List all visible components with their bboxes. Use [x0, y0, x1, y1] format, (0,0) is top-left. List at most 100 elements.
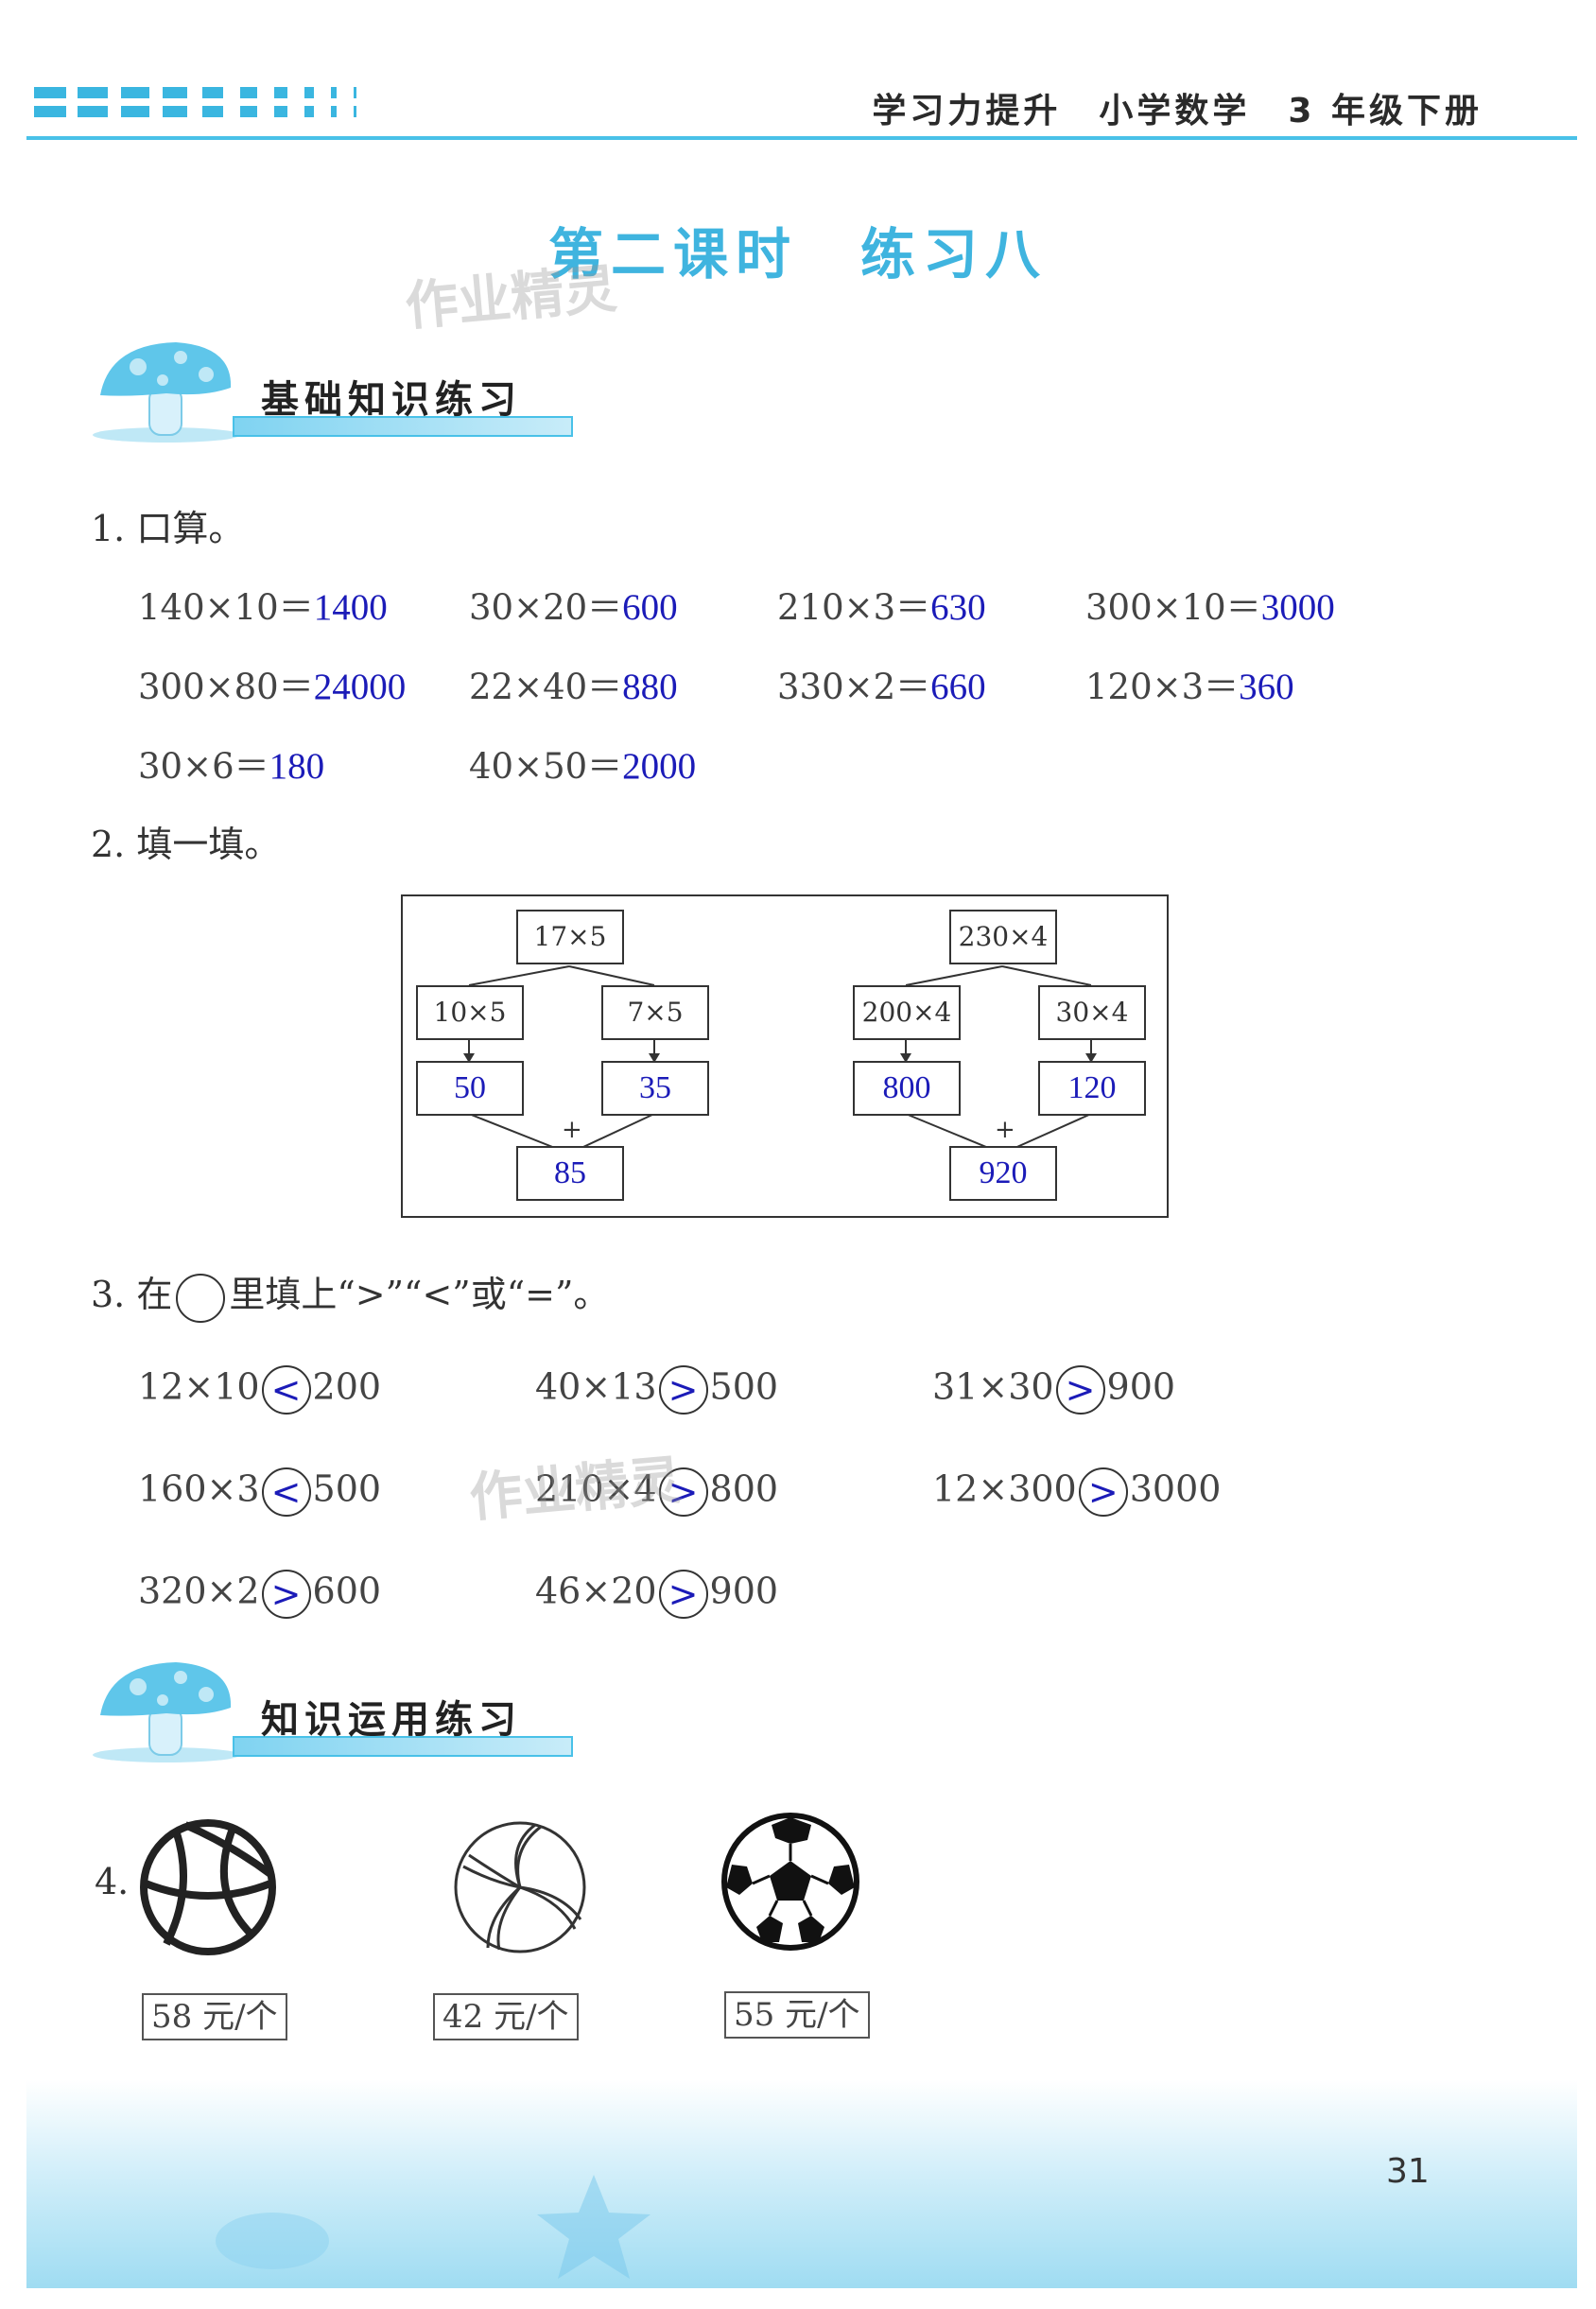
decomposition-diagram: 17×5 10×5 7×5 50 35 + 85 230×4 200×4 30×… [401, 894, 1169, 1218]
comparison-right: 600 [312, 1570, 382, 1612]
calc-item: 300×80＝24000 [138, 658, 406, 709]
left-split-a: 10×5 [416, 985, 524, 1040]
left-top-node: 17×5 [516, 910, 624, 964]
calc-item: 330×2＝660 [777, 658, 986, 709]
left-result-b: 35 [601, 1061, 709, 1116]
calc-expression: 22×40＝ [469, 667, 623, 707]
right-result-b: 120 [1038, 1061, 1146, 1116]
comparison-item: 31×30>900 [932, 1365, 1175, 1415]
header-rule [26, 136, 1577, 140]
right-split-b: 30×4 [1038, 985, 1146, 1040]
page-number: 31 [1386, 2152, 1430, 2191]
page-title: 第二课时 练习八 [547, 222, 1048, 286]
price-tag-basketball: 58 元/个 [142, 1993, 287, 2040]
q3-label-pre: 3. 在 [91, 1274, 173, 1315]
comparison-symbol: < [261, 1365, 311, 1415]
comparison-left: 12×300 [932, 1467, 1077, 1510]
comparison-left: 31×30 [932, 1365, 1054, 1408]
calc-expression: 300×10＝ [1085, 587, 1261, 628]
calc-expression: 330×2＝ [777, 667, 931, 707]
calc-item: 210×3＝630 [777, 579, 986, 630]
comparison-right: 900 [709, 1570, 779, 1612]
header-text: 学习力提升 小学数学 3 年级下册 [872, 92, 1483, 130]
calc-expression: 30×6＝ [138, 746, 269, 787]
calc-answer: 2000 [622, 746, 697, 787]
comparison-left: 12×10 [138, 1365, 260, 1408]
left-split-b: 7×5 [601, 985, 709, 1040]
comparison-symbol: > [658, 1467, 708, 1517]
left-result-a: 50 [416, 1061, 524, 1116]
comparison-item: 320×2>600 [138, 1570, 381, 1619]
section-bar [233, 416, 573, 437]
calc-answer: 360 [1239, 667, 1294, 707]
calc-expression: 120×3＝ [1085, 667, 1240, 707]
basketball-icon [140, 1819, 276, 1955]
comparison-item: 40×13>500 [535, 1365, 778, 1415]
bottom-decoration [26, 2080, 1577, 2288]
calc-item: 40×50＝2000 [469, 738, 696, 789]
comparison-item: 160×3<500 [138, 1467, 381, 1517]
left-plus: + [562, 1116, 582, 1144]
calc-answer: 600 [622, 587, 678, 628]
q3-label: 3. 在 里填上“>”“<”或“=”。 [91, 1265, 609, 1323]
price-tag-volleyball: 42 元/个 [433, 1993, 579, 2040]
calc-answer: 1400 [313, 587, 388, 628]
section-header-apply: 知识运用练习 [91, 1660, 582, 1764]
mushroom-icon [93, 1662, 240, 1762]
calc-answer: 24000 [313, 667, 407, 707]
section-header-basic: 基础知识练习 [91, 340, 582, 444]
section-label-basic: 基础知识练习 [261, 378, 522, 422]
calc-expression: 40×50＝ [469, 746, 623, 787]
diagram-lines [463, 965, 1097, 1154]
header-decoration [34, 87, 469, 121]
comparison-symbol: > [658, 1365, 708, 1415]
comparison-right: 800 [709, 1467, 779, 1510]
comparison-right: 200 [312, 1365, 382, 1408]
calc-expression: 210×3＝ [777, 587, 931, 628]
right-top-node: 230×4 [949, 910, 1057, 964]
calc-item: 120×3＝360 [1085, 658, 1294, 709]
calc-item: 30×20＝600 [469, 579, 678, 630]
calc-expression: 140×10＝ [138, 587, 314, 628]
q1-label: 1. 口算。 [91, 508, 245, 549]
calc-answer: 660 [930, 667, 986, 707]
comparison-right: 900 [1106, 1365, 1176, 1408]
section-bar [233, 1736, 573, 1757]
comparison-symbol: < [261, 1467, 311, 1517]
starfish-icon [216, 2175, 651, 2279]
comparison-symbol: > [1078, 1467, 1128, 1517]
watermark-2: 作业精灵 [467, 1450, 684, 1530]
comparison-symbol: > [1055, 1365, 1105, 1415]
comparison-symbol: > [261, 1570, 311, 1619]
calc-item: 140×10＝1400 [138, 579, 388, 630]
comparison-item: 12×300>3000 [932, 1467, 1221, 1517]
comparison-left: 40×13 [535, 1365, 657, 1408]
volleyball-icon [454, 1821, 586, 1953]
price-tag-soccer: 55 元/个 [724, 1991, 870, 2039]
comparison-symbol: > [658, 1570, 708, 1619]
calc-item: 300×10＝3000 [1085, 579, 1335, 630]
calc-answer: 880 [622, 667, 678, 707]
q3-label-post: 里填上“>”“<”或“=”。 [229, 1274, 610, 1315]
calc-answer: 180 [269, 746, 325, 787]
q4-label: 4. [95, 1861, 130, 1902]
comparison-right: 500 [709, 1365, 779, 1408]
comparison-left: 46×20 [535, 1570, 657, 1612]
calc-answer: 3000 [1260, 587, 1335, 628]
comparison-left: 160×3 [138, 1467, 260, 1510]
comparison-right: 500 [312, 1467, 382, 1510]
right-result-a: 800 [853, 1061, 961, 1116]
calc-item: 30×6＝180 [138, 738, 324, 789]
comparison-item: 210×4>800 [535, 1467, 778, 1517]
comparison-left: 210×4 [535, 1467, 657, 1510]
soccer-ball-icon [721, 1813, 859, 1951]
calc-expression: 300×80＝ [138, 667, 314, 707]
calc-answer: 630 [930, 587, 986, 628]
q2-label: 2. 填一填。 [91, 824, 281, 865]
comparison-item: 46×20>900 [535, 1570, 778, 1619]
comparison-item: 12×10<200 [138, 1365, 381, 1415]
right-sum: 920 [949, 1146, 1057, 1201]
comparison-left: 320×2 [138, 1570, 260, 1612]
left-sum: 85 [516, 1146, 624, 1201]
comparison-right: 3000 [1129, 1467, 1222, 1510]
